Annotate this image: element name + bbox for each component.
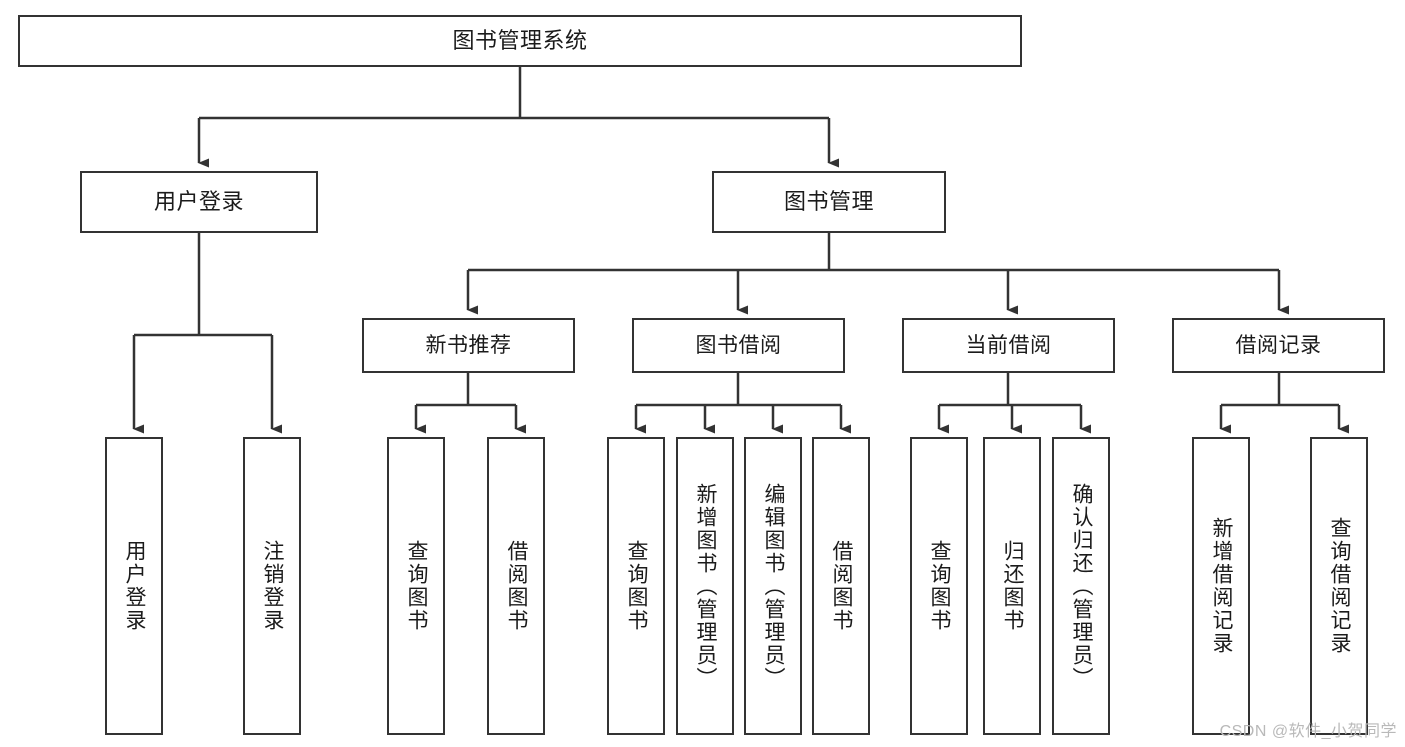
node-current-borrow[interactable]: 当前借阅 (902, 318, 1115, 373)
node-user-login[interactable]: 用户登录 (80, 171, 318, 233)
node-leaf-add-record-label: 新增借阅记录 (1210, 517, 1234, 655)
node-leaf-query-book-3-label: 查询图书 (928, 540, 952, 632)
node-leaf-query-record[interactable]: 查询借阅记录 (1310, 437, 1368, 735)
node-leaf-confirm-return-label: 确认归还（管理员） (1070, 482, 1094, 690)
node-new-book-recommend-label: 新书推荐 (425, 333, 512, 357)
node-root-label: 图书管理系统 (452, 27, 588, 53)
node-leaf-borrow-book-2-label: 借阅图书 (830, 540, 854, 632)
node-leaf-user-login-label: 用户登录 (123, 540, 147, 632)
node-book-manage[interactable]: 图书管理 (712, 171, 946, 233)
node-leaf-confirm-return[interactable]: 确认归还（管理员） (1052, 437, 1110, 735)
node-leaf-query-book-1[interactable]: 查询图书 (387, 437, 445, 735)
node-book-manage-label: 图书管理 (783, 188, 874, 214)
node-root[interactable]: 图书管理系统 (18, 15, 1022, 67)
node-leaf-query-book-1-label: 查询图书 (405, 540, 429, 632)
node-leaf-add-book-label: 新增图书（管理员） (694, 482, 718, 690)
node-borrow-record-label: 借阅记录 (1235, 333, 1322, 357)
node-book-borrow-label: 图书借阅 (695, 333, 782, 357)
node-leaf-user-login[interactable]: 用户登录 (105, 437, 163, 735)
node-leaf-query-book-3[interactable]: 查询图书 (910, 437, 968, 735)
node-user-login-label: 用户登录 (153, 188, 244, 214)
node-leaf-edit-book[interactable]: 编辑图书（管理员） (744, 437, 802, 735)
node-leaf-query-record-label: 查询借阅记录 (1328, 517, 1352, 655)
node-book-borrow[interactable]: 图书借阅 (632, 318, 845, 373)
node-leaf-borrow-book-1-label: 借阅图书 (505, 540, 529, 632)
node-leaf-query-book-2[interactable]: 查询图书 (607, 437, 665, 735)
node-leaf-return-book[interactable]: 归还图书 (983, 437, 1041, 735)
node-new-book-recommend[interactable]: 新书推荐 (362, 318, 575, 373)
node-leaf-add-book[interactable]: 新增图书（管理员） (676, 437, 734, 735)
node-leaf-add-record[interactable]: 新增借阅记录 (1192, 437, 1250, 735)
node-current-borrow-label: 当前借阅 (965, 333, 1052, 357)
node-borrow-record[interactable]: 借阅记录 (1172, 318, 1385, 373)
node-leaf-borrow-book-2[interactable]: 借阅图书 (812, 437, 870, 735)
node-leaf-borrow-book-1[interactable]: 借阅图书 (487, 437, 545, 735)
node-leaf-return-book-label: 归还图书 (1001, 540, 1025, 632)
node-leaf-edit-book-label: 编辑图书（管理员） (762, 482, 786, 690)
node-leaf-logout[interactable]: 注销登录 (243, 437, 301, 735)
node-leaf-logout-label: 注销登录 (261, 540, 285, 632)
node-leaf-query-book-2-label: 查询图书 (625, 540, 649, 632)
